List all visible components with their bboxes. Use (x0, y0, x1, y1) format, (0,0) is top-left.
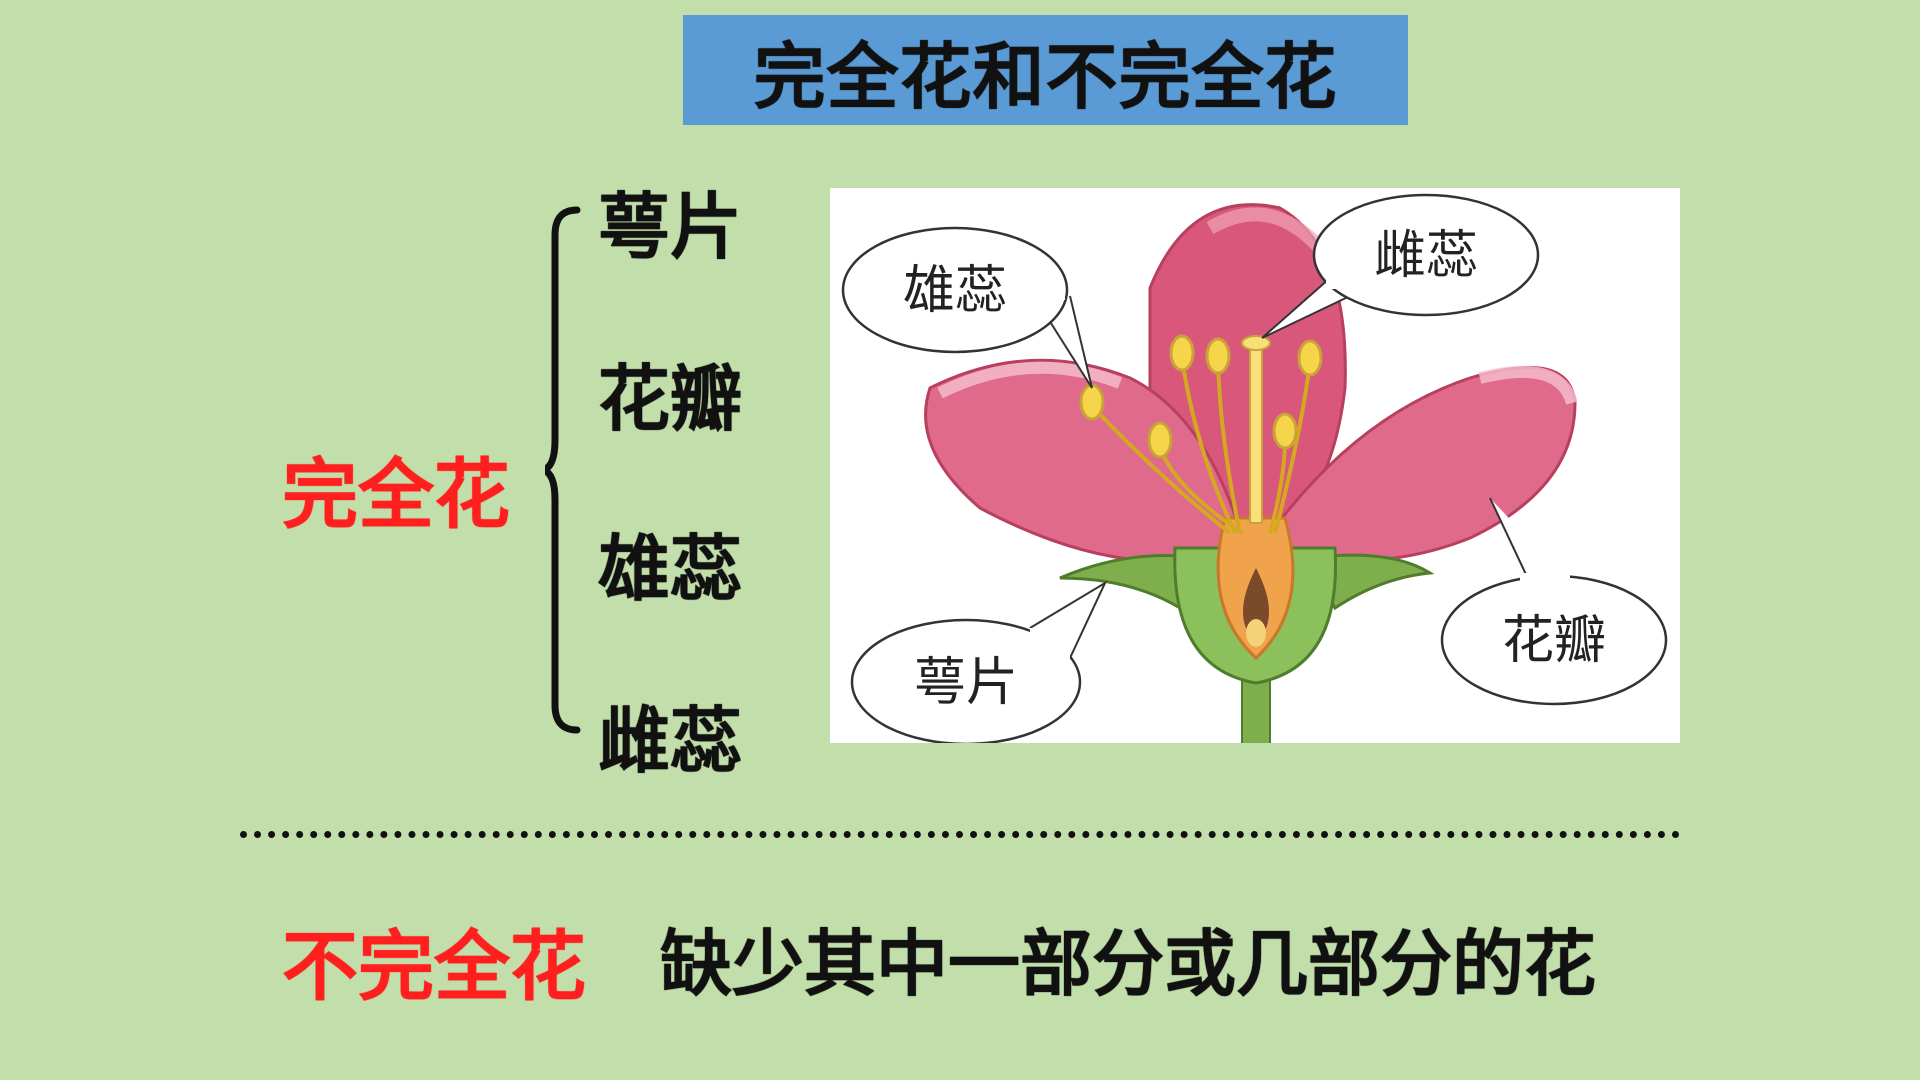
right-sepal-shape (1307, 553, 1435, 611)
complete-flower-label: 完全花 (282, 450, 510, 539)
anthers (1079, 334, 1323, 459)
title-banner: 完全花和不完全花 (683, 15, 1408, 125)
section-divider (240, 831, 1680, 838)
pistil-label: 雌蕊 (1374, 226, 1478, 286)
flower-structure-diagram: 雄蕊 雌蕊 萼片 花瓣 (830, 188, 1680, 743)
petal-label: 花瓣 (1502, 611, 1606, 671)
part-item-stamen: 雄蕊 (598, 527, 743, 611)
incomplete-flower-definition: 缺少其中一部分或几部分的花 (660, 922, 1597, 1006)
part-item-sepal: 萼片 (598, 185, 743, 269)
pistil-style-shape (1249, 342, 1263, 524)
stamen-label: 雄蕊 (903, 261, 1007, 321)
page-title: 完全花和不完全花 (753, 34, 1338, 119)
curly-brace-icon (545, 206, 581, 734)
stamen-callout: 雄蕊 (841, 226, 1093, 389)
incomplete-flower-label: 不完全花 (282, 922, 586, 1011)
part-item-petal: 花瓣 (598, 357, 743, 441)
sepal-label: 萼片 (914, 653, 1018, 713)
part-item-pistil: 雌蕊 (598, 699, 743, 783)
stamen-filaments (1090, 357, 1312, 535)
petal-callout: 花瓣 (1440, 497, 1668, 706)
left-petal-shape (924, 358, 1247, 563)
sepal-callout: 萼片 (850, 580, 1108, 743)
left-sepal-shape (1059, 554, 1203, 611)
pistil-callout: 雌蕊 (1261, 193, 1540, 339)
